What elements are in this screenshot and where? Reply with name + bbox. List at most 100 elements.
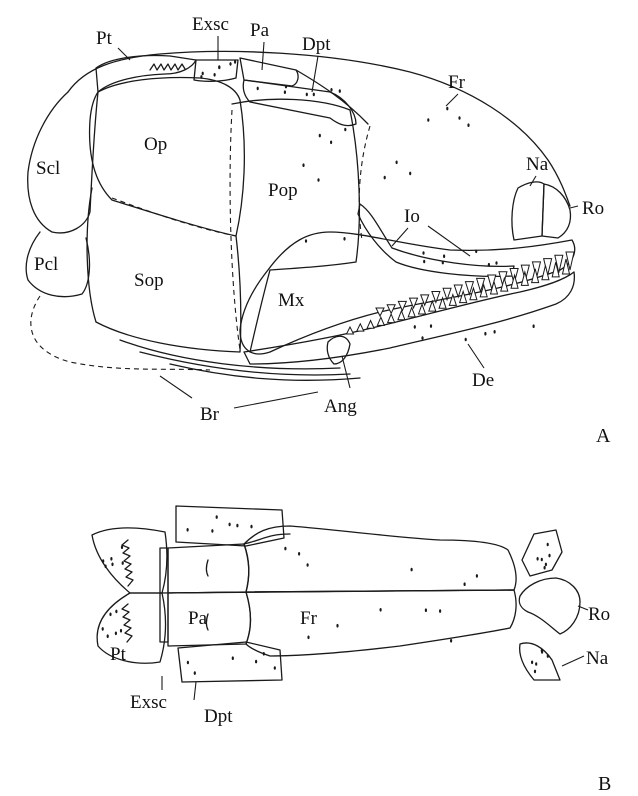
label-pt-b: Pt bbox=[110, 644, 127, 665]
label-dpt-b: Dpt bbox=[204, 706, 233, 727]
panel-a-lateral-view: Pt Exsc Pa Dpt Fr Scl Op Pop Na Ro Io Pc… bbox=[26, 14, 611, 447]
dentary-tooth bbox=[347, 327, 354, 334]
orbit-dashed-outline bbox=[359, 126, 370, 240]
frontal-posterior-margin bbox=[296, 70, 368, 124]
sensory-pore bbox=[464, 582, 466, 586]
panel-letter-b: B bbox=[598, 773, 611, 795]
sensory-pore bbox=[102, 627, 104, 631]
sensory-pore bbox=[344, 128, 346, 132]
sensory-pore bbox=[302, 163, 304, 167]
sensory-pore bbox=[122, 561, 124, 565]
leader-dpt-a bbox=[312, 56, 318, 92]
sensory-pore bbox=[284, 547, 286, 551]
label-pa-b: Pa bbox=[188, 608, 208, 629]
sensory-pore bbox=[544, 566, 546, 570]
sensory-pore bbox=[476, 574, 478, 578]
sensory-pore bbox=[465, 338, 467, 342]
sensory-pore bbox=[537, 557, 539, 561]
label-pa-a: Pa bbox=[250, 20, 270, 41]
label-pop-a: Pop bbox=[268, 180, 298, 201]
leader-na-b bbox=[562, 656, 584, 666]
sensory-pore bbox=[285, 85, 287, 89]
sensory-pore bbox=[250, 525, 252, 529]
sensory-pore bbox=[541, 558, 543, 562]
sensory-pore bbox=[218, 66, 220, 70]
sensory-pore bbox=[443, 254, 445, 258]
sensory-pore bbox=[194, 671, 196, 675]
panel-b-dorsal-view: Pa Fr Ro Na Pt Exsc Dpt B bbox=[92, 506, 611, 795]
leader-na-a bbox=[530, 176, 536, 186]
sensory-pore bbox=[229, 62, 231, 66]
sensory-pore bbox=[115, 632, 117, 636]
label-scl-a: Scl bbox=[36, 158, 60, 179]
sensory-pore bbox=[427, 118, 429, 122]
frontal-bone-upper bbox=[244, 526, 516, 592]
sensory-pore bbox=[232, 656, 234, 660]
sensory-pore bbox=[547, 654, 549, 658]
pores-panel-b bbox=[102, 515, 551, 675]
preopercle-dashed-margin bbox=[230, 110, 240, 350]
sensory-pore bbox=[255, 660, 257, 664]
leader-io-a-right bbox=[428, 226, 470, 256]
leader-fr-a bbox=[446, 94, 458, 106]
sensory-pore bbox=[421, 336, 423, 340]
sensory-pore bbox=[211, 529, 213, 533]
sensory-pore bbox=[495, 261, 497, 265]
sensory-pore bbox=[115, 610, 117, 614]
label-sop-a: Sop bbox=[134, 270, 164, 291]
opercle-bone bbox=[90, 78, 245, 236]
sensory-pore bbox=[110, 557, 112, 561]
sensory-pore bbox=[214, 73, 216, 77]
sensory-pore bbox=[107, 634, 109, 638]
label-de-a: De bbox=[472, 370, 494, 391]
label-pcl-a: Pcl bbox=[34, 254, 58, 275]
sensory-pore bbox=[102, 559, 104, 563]
dentary-tooth bbox=[388, 314, 395, 323]
label-mx-a: Mx bbox=[278, 290, 305, 311]
pineal-mark-upper bbox=[207, 560, 209, 576]
sensory-pore bbox=[380, 608, 382, 612]
pterotic-serration-lower bbox=[122, 604, 132, 642]
sensory-pore bbox=[425, 608, 427, 612]
dentary-tooth bbox=[398, 311, 405, 320]
dentary-tooth bbox=[357, 324, 364, 331]
dentary-tooth bbox=[408, 308, 415, 317]
preopercle-bone bbox=[232, 99, 359, 352]
sensory-pore bbox=[484, 332, 486, 336]
label-fr-b: Fr bbox=[300, 608, 318, 629]
label-fr-a: Fr bbox=[448, 72, 466, 93]
sensory-pore bbox=[202, 72, 204, 76]
sensory-pore bbox=[120, 629, 122, 633]
sensory-pore bbox=[229, 523, 231, 527]
sensory-pore bbox=[541, 650, 543, 654]
maxillary-tooth bbox=[410, 298, 418, 308]
sensory-pore bbox=[467, 123, 469, 127]
sensory-pore bbox=[317, 178, 319, 182]
rostral-bone bbox=[542, 184, 571, 238]
label-ro-a: Ro bbox=[582, 198, 604, 219]
sensory-pore bbox=[533, 324, 535, 328]
sensory-pore bbox=[450, 639, 452, 643]
sensory-pore bbox=[109, 613, 111, 617]
sensory-pore bbox=[305, 239, 307, 243]
sensory-pore bbox=[430, 324, 432, 328]
sensory-pore bbox=[105, 565, 107, 569]
label-br-a: Br bbox=[200, 404, 220, 425]
sensory-pore bbox=[330, 88, 332, 92]
frontal-bone-lower bbox=[246, 590, 516, 656]
sensory-pore bbox=[200, 75, 202, 79]
label-na-a: Na bbox=[526, 154, 549, 175]
sensory-pore bbox=[234, 60, 236, 64]
leader-de-a bbox=[468, 344, 484, 368]
sensory-pore bbox=[458, 116, 460, 120]
sensory-pore bbox=[545, 563, 547, 567]
label-ang-a: Ang bbox=[324, 396, 357, 417]
sensory-pore bbox=[442, 261, 444, 265]
sensory-pore bbox=[216, 515, 218, 519]
dentary-tooth bbox=[429, 301, 436, 311]
rostral-bone-b bbox=[519, 578, 580, 634]
sensory-pore bbox=[535, 662, 537, 666]
dermopterotic-bone bbox=[243, 80, 356, 126]
sensory-pore bbox=[111, 563, 113, 567]
